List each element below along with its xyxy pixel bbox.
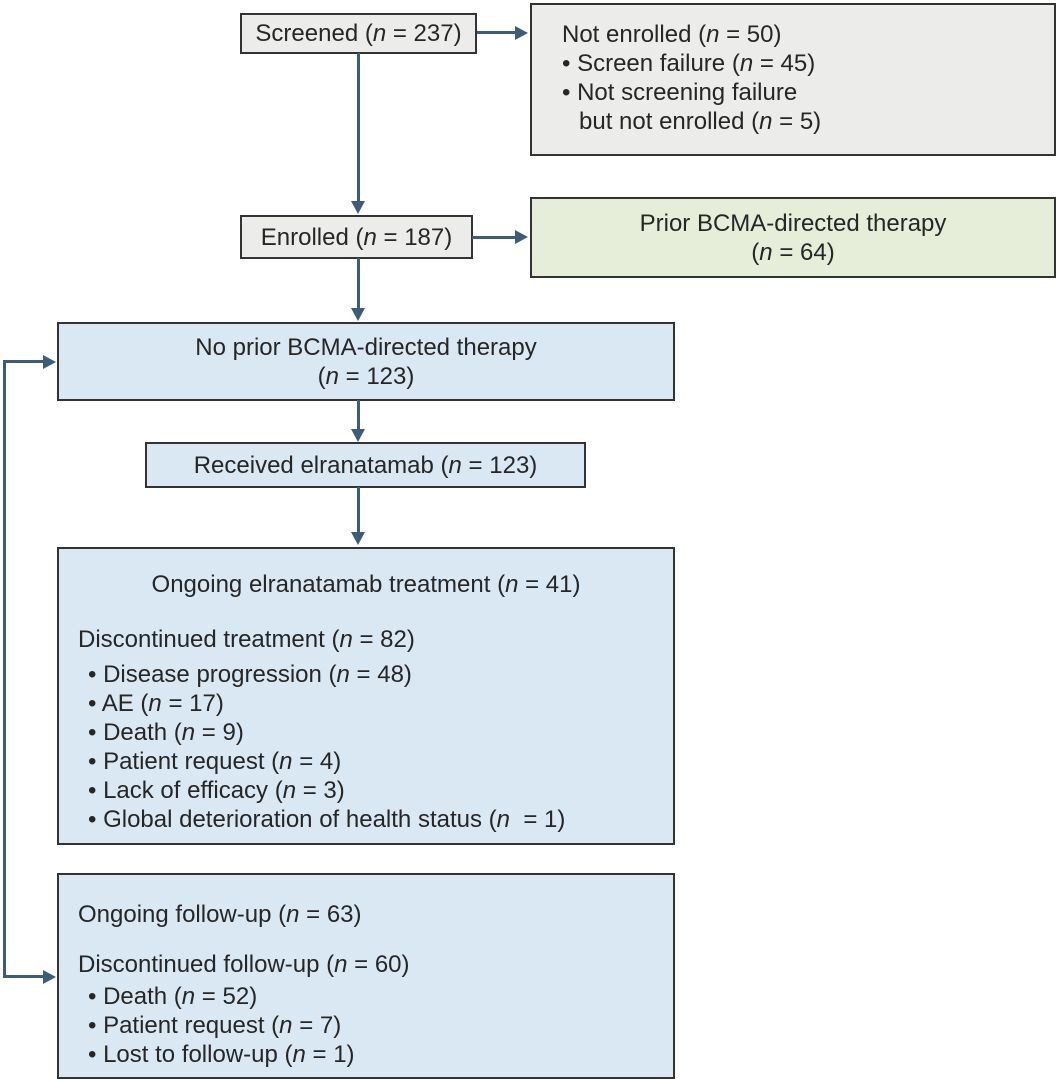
arrow-received-to-treatment-head [351,532,365,545]
screened-label: Screened (n = 237) [255,20,462,47]
received-elranatamab-box: Received elranatamab (n = 123) [145,442,586,488]
discontinued-follow-up-line: Discontinued follow-up (n = 60) [78,951,410,978]
ongoing-treatment-line: Ongoing elranatamab treatment (n = 41) [151,571,581,598]
arrow-screened-to-not-enrolled-head [515,26,528,40]
discontinued-follow-up-reasons: • Death (n = 52) • Patient request (n = … [59,979,673,1069]
treatment-reason: • AE (n = 17) [88,690,224,717]
arrow-enrolled-to-no-prior-line [357,258,360,309]
loop-connector-bottom-line [3,975,44,978]
arrow-enrolled-to-prior-bcma-head [515,230,528,244]
treatment-reason: • Global deterioration of health status … [88,806,566,833]
loop-connector-top-line [3,360,44,363]
follow-up-reason: • Lost to follow-up (n = 1) [88,1041,355,1068]
prior-bcma-line2: (n = 64) [751,238,835,266]
arrow-received-to-treatment-line [357,487,360,533]
loop-connector-bottom-head [43,970,56,984]
treatment-reason: • Patient request (n = 4) [88,748,342,775]
arrow-screened-to-enrolled-line [357,53,360,203]
arrow-no-prior-to-received-head [351,429,365,442]
discontinued-treatment-line: Discontinued treatment (n = 82) [78,626,415,653]
enrolled-label: Enrolled (n = 187) [260,223,453,251]
loop-connector-vertical-line [3,360,6,978]
treatment-reason: • Disease progression (n = 48) [88,661,412,688]
treatment-status-box: Ongoing elranatamab treatment (n = 41) D… [57,547,675,845]
discontinued-treatment-reasons: • Disease progression (n = 48) • AE (n =… [59,654,673,834]
arrow-no-prior-to-received-line [357,400,360,430]
not-enrolled-title: Not enrolled (n = 50) [562,21,782,48]
received-label: Received elranatamab (n = 123) [193,451,538,479]
ongoing-follow-up-line: Ongoing follow-up (n = 63) [78,901,362,928]
not-enrolled-box: Not enrolled (n = 50) • Screen failure (… [530,3,1056,156]
arrow-enrolled-to-no-prior-head [351,308,365,321]
follow-up-reason: • Death (n = 52) [88,983,258,1010]
treatment-reason: • Death (n = 9) [88,719,244,746]
screened-box: Screened (n = 237) [240,13,477,54]
follow-up-status-box: Ongoing follow-up (n = 63) Discontinued … [57,873,675,1079]
treatment-reason: • Lack of efficacy (n = 3) [88,777,345,804]
arrow-enrolled-to-prior-bcma-line [472,236,517,239]
arrow-screened-to-enrolled-head [351,201,365,214]
no-prior-line2: (n = 123) [317,362,415,390]
follow-up-reason: • Patient request (n = 7) [88,1012,342,1039]
no-prior-bcma-box: No prior BCMA-directed therapy (n = 123) [57,322,675,401]
loop-connector-top-head [43,355,56,369]
no-prior-line1: No prior BCMA-directed therapy [195,333,537,361]
not-enrolled-bullet: • Not screening failure [562,79,798,106]
prior-bcma-box: Prior BCMA-directed therapy (n = 64) [530,197,1056,278]
prior-bcma-line1: Prior BCMA-directed therapy [639,209,947,237]
not-enrolled-bullet-continuation: but not enrolled (n = 5) [579,108,822,135]
not-enrolled-bullet: • Screen failure (n = 45) [562,50,816,77]
enrolled-box: Enrolled (n = 187) [240,215,473,259]
arrow-screened-to-not-enrolled-line [477,31,517,34]
